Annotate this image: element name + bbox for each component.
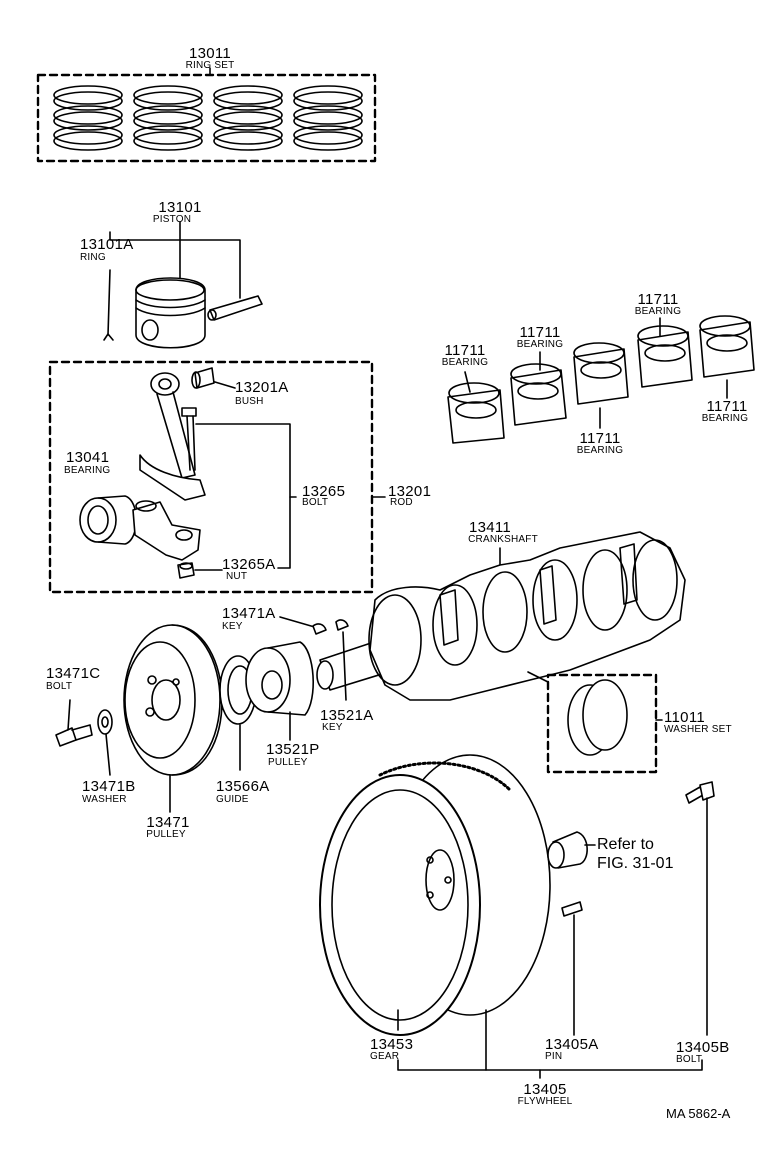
main-bearing-2-name: BEARING xyxy=(516,339,564,350)
figure-code: MA 5862-A xyxy=(666,1106,731,1121)
washer-set-group xyxy=(527,671,663,774)
piston-name: PISTON xyxy=(152,214,192,225)
rod-nut-number: 13265A xyxy=(222,556,276,573)
piston-ring-number: 13101A xyxy=(80,236,134,253)
main-bearing-5 xyxy=(699,315,755,378)
keys xyxy=(279,616,349,701)
main-bearing-1 xyxy=(447,382,505,444)
pulley-washer-name: WASHER xyxy=(82,794,127,805)
bush-name: BUSH xyxy=(235,396,264,407)
crankshaft-drawing xyxy=(316,531,686,701)
pulley-bolt-number: 13471C xyxy=(46,665,101,682)
flywheel-name: FLYWHEEL xyxy=(517,1096,573,1107)
rod-bearing xyxy=(79,495,137,545)
main-bearing-3-name: BEARING xyxy=(576,445,624,456)
connecting-rod xyxy=(139,372,206,501)
timing-pulley-name: PULLEY xyxy=(268,757,308,768)
refer-line-2: FIG. 31-01 xyxy=(597,855,674,872)
flywheel-bolt-number: 13405B xyxy=(676,1039,730,1056)
main-bearing-4-number: 11711 xyxy=(637,291,679,308)
rod-nut-name: NUT xyxy=(226,571,248,582)
main-bearing-2-number: 11711 xyxy=(519,324,561,341)
crank-pulley-name: PULLEY xyxy=(146,829,186,840)
main-bearing-5-number: 11711 xyxy=(706,398,748,415)
piston-ring-set-3 xyxy=(213,85,283,151)
crankshaft-name: CRANKSHAFT xyxy=(468,534,538,545)
flywheel-drawing xyxy=(319,754,551,1071)
rod-number: 13201 xyxy=(388,483,432,500)
flywheel-bracket xyxy=(397,1059,703,1071)
ring-set-number: 13011 xyxy=(188,45,232,62)
main-bearing-3 xyxy=(573,342,629,405)
key-gear-number: 13521A xyxy=(320,707,374,724)
ring-set-group xyxy=(36,67,377,163)
piston-ring-set-2 xyxy=(133,85,203,151)
guide-name: GUIDE xyxy=(216,794,249,805)
crankshaft-number: 13411 xyxy=(468,519,512,536)
key-pulley-name: KEY xyxy=(222,621,243,632)
refer-line-1: Refer to xyxy=(597,836,654,853)
rod-bearing-number: 13041 xyxy=(66,449,110,466)
guide-and-timing-pulley xyxy=(219,641,314,771)
key-gear-name: KEY xyxy=(322,722,343,733)
flywheel-pin-number: 13405A xyxy=(545,1036,599,1053)
flywheel-number: 13405 xyxy=(523,1081,567,1098)
rod-bush xyxy=(191,367,215,389)
main-bearings xyxy=(447,315,755,444)
piston-number: 13101 xyxy=(158,199,202,216)
crank-pulley-number: 13471 xyxy=(146,814,190,831)
main-bearing-2 xyxy=(510,363,567,426)
main-bearing-5-name: BEARING xyxy=(701,413,749,424)
flywheel-pin-name: PIN xyxy=(545,1051,563,1062)
ring-gear-number: 13453 xyxy=(370,1036,414,1053)
washer-set-name: WASHER SET xyxy=(664,724,732,735)
piston-drawing xyxy=(103,221,263,349)
main-bearing-1-number: 11711 xyxy=(444,342,486,359)
rod-cap xyxy=(132,500,201,561)
washer-set-number: 11011 xyxy=(664,709,705,726)
pulley-washer-number: 13471B xyxy=(82,778,136,795)
guide-number: 13566A xyxy=(216,778,270,795)
piston-ring-set-4 xyxy=(293,85,363,151)
pilot-bearing-pin-bolt xyxy=(547,781,715,1036)
crank-pulley-drawing xyxy=(123,624,223,813)
ring-gear-name: GEAR xyxy=(370,1051,400,1062)
main-bearing-3-number: 11711 xyxy=(579,430,621,447)
piston-ring-name: RING xyxy=(80,252,106,263)
key-pulley-number: 13471A xyxy=(222,605,276,622)
rod-nut xyxy=(177,562,195,579)
main-bearing-1-name: BEARING xyxy=(441,357,489,368)
pulley-bolt-name: BOLT xyxy=(46,681,73,692)
main-bearing-4-name: BEARING xyxy=(634,306,682,317)
rod-bolt-name: BOLT xyxy=(302,497,329,508)
rod-bearing-name: BEARING xyxy=(64,465,111,476)
timing-pulley-number: 13521P xyxy=(266,741,320,758)
pulley-bolt-and-washer xyxy=(55,699,113,776)
piston-pin xyxy=(207,295,263,321)
main-bearing-4 xyxy=(637,325,693,388)
piston-ring-set-1 xyxy=(53,85,123,151)
flywheel-bolt-name: BOLT xyxy=(676,1054,703,1065)
bush-number: 13201A xyxy=(235,379,289,396)
rod-group xyxy=(48,360,386,594)
rod-bolt xyxy=(181,407,197,471)
ring-set-name: RING SET xyxy=(185,60,235,71)
rod-bolt-number: 13265 xyxy=(302,483,346,500)
rod-name: ROD xyxy=(390,497,413,508)
